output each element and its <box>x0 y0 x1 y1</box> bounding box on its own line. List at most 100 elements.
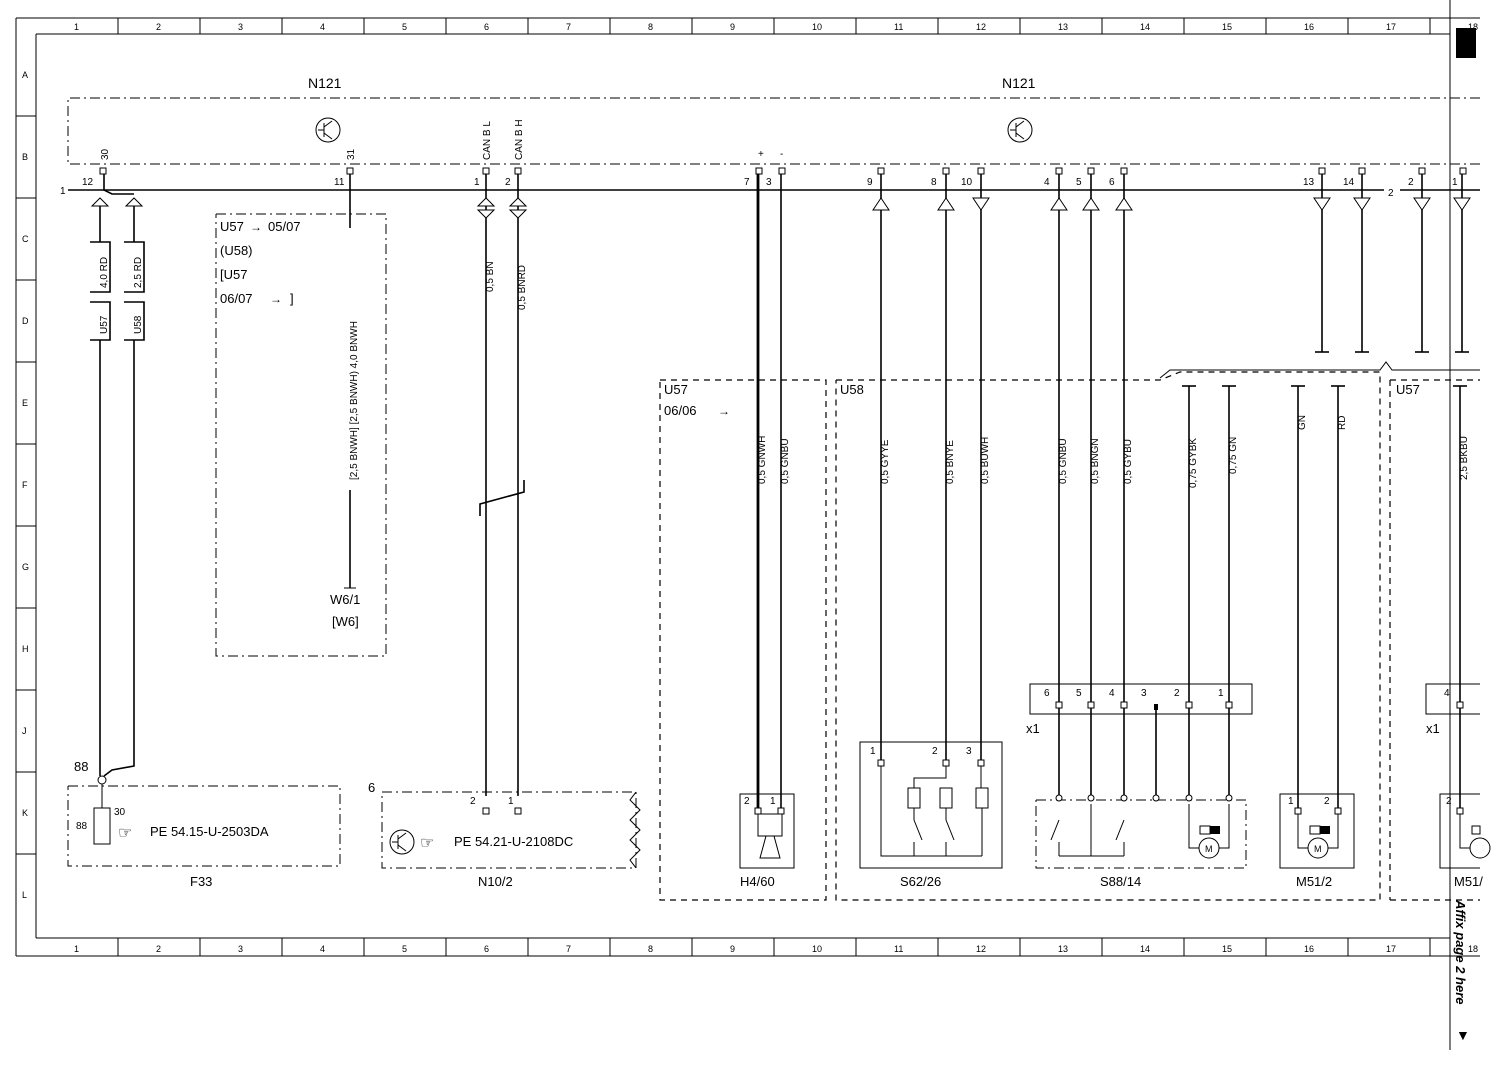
s62-26-pin-3: 3 <box>966 746 972 757</box>
wire-label-0-5-gnwh: 0,5 GNWH <box>757 436 768 484</box>
transistor-icon <box>1007 117 1033 143</box>
m51-cut-outline <box>1439 793 1480 869</box>
x1-pin-6: 6 <box>1044 688 1050 699</box>
x1-pin-2: 2 <box>1174 688 1180 699</box>
wire-label-u58: U58 <box>133 315 144 334</box>
wire-label-0-5-gnbu: 0,5 GNBU <box>780 438 791 484</box>
grid-column-18: 18 <box>1468 22 1478 32</box>
n10-2-reference: PE 54.21-U-2108DC <box>454 834 573 849</box>
pin-2: 2 <box>505 177 511 188</box>
reference-hand-icon: ☞ <box>118 825 132 842</box>
pin-8: 8 <box>931 177 937 188</box>
grid-column-8: 8 <box>648 22 653 32</box>
pin-12: 12 <box>82 177 94 188</box>
grid-column-6: 6 <box>484 22 489 32</box>
switch-motor-icon: M <box>1050 794 1233 859</box>
grid-column-16-bottom: 16 <box>1304 944 1314 954</box>
svg-text:M: M <box>1314 844 1322 854</box>
n10-2-pin-2: 2 <box>470 796 476 807</box>
note-bracket-close: ] <box>290 291 294 306</box>
wire-label-0-75-gybk: 0,75 GYBK <box>1188 438 1199 488</box>
reference-hand-icon: ☞ <box>420 835 434 852</box>
motor-icon: M <box>1297 814 1339 859</box>
note-u57-date2: 06/07 <box>220 291 253 306</box>
wire-label-u57: U57 <box>99 315 110 334</box>
grid-column-11: 11 <box>894 22 903 32</box>
pin-1b: 1 <box>1452 177 1458 188</box>
transistor-icon <box>315 117 341 143</box>
transistor-icon <box>389 829 415 855</box>
x1-right-pin-4: 4 <box>1444 688 1450 699</box>
pin-2b: 2 <box>1408 177 1414 188</box>
svg-text:M: M <box>1205 844 1213 854</box>
wire-label-0-5-gyye: 0,5 GYYE <box>880 439 891 484</box>
grid-column-9: 9 <box>730 22 735 32</box>
signal-minus: - <box>780 149 783 160</box>
grid-row-F: F <box>22 480 28 490</box>
grid-column-1-bottom: 1 <box>74 944 79 954</box>
wire-label-bnwh: [2,5 BNWH] [2,5 BNWH) 4,0 BNWH <box>349 321 360 480</box>
grid-row-H: H <box>22 644 29 654</box>
grid-column-16: 16 <box>1304 22 1314 32</box>
wire-label-0-5-gybu: 0,5 GYBU <box>1123 439 1134 484</box>
arrow-right-icon: → <box>718 404 730 418</box>
fuse-icon <box>93 807 111 845</box>
pin-6: 6 <box>1109 177 1115 188</box>
grid-column-13: 13 <box>1058 22 1068 32</box>
connector-x1-label: x1 <box>1026 721 1040 736</box>
can-bus-wires <box>476 174 528 796</box>
wire-label-2-5-rd: 2,5 RD <box>133 257 144 288</box>
s62-26-pin-2: 2 <box>932 746 938 757</box>
grid-row-C: C <box>22 234 29 244</box>
pin-13: 13 <box>1303 177 1315 188</box>
wire-label-0-5-buwh: 0,5 BUWH <box>980 437 991 484</box>
x1-pin-3: 3 <box>1141 688 1147 699</box>
grid-row-A: A <box>22 70 28 80</box>
module-pin-numbers: 12 11 1 2 7 3 9 8 10 4 5 6 13 14 2 1 30 … <box>82 119 1458 188</box>
wire-label-gn: GN <box>1297 415 1308 430</box>
wire-label-0-5-bnye: 0,5 BNYE <box>945 440 956 484</box>
connector-x1-right-label: x1 <box>1426 721 1440 736</box>
grid-column-14: 14 <box>1140 22 1150 32</box>
grid-row-D: D <box>22 316 29 326</box>
u57-box-date: 06/06 <box>664 403 697 418</box>
grid-column-8-bottom: 8 <box>648 944 653 954</box>
pin-14: 14 <box>1343 177 1355 188</box>
arrow-right-icon: → <box>270 292 282 306</box>
u58-box-label: U58 <box>840 382 864 397</box>
pin-9: 9 <box>867 177 873 188</box>
grid-column-15-bottom: 15 <box>1222 944 1232 954</box>
grid-column-5-bottom: 5 <box>402 944 407 954</box>
grid-column-7: 7 <box>566 22 571 32</box>
pin-11: 11 <box>334 177 345 188</box>
signal-31: 31 <box>346 148 357 160</box>
grid-column-3-bottom: 3 <box>238 944 243 954</box>
grid-column-2: 2 <box>156 22 161 32</box>
wire-label-0-5-bn: 0,5 BN <box>485 261 496 292</box>
component-m51-2: M51/2 <box>1296 874 1332 889</box>
wire-label-0-5-gnbu-2: 0,5 GNBU <box>1058 438 1069 484</box>
grid-column-1: 1 <box>74 22 79 32</box>
signal-can-b-h: CAN B H <box>514 119 525 160</box>
component-f33: F33 <box>190 874 212 889</box>
module-pin-connectors <box>99 167 1467 175</box>
grid-column-10-bottom: 10 <box>812 944 822 954</box>
s62-26-wires <box>872 174 990 760</box>
affix-note: Affix page 2 here <box>1453 899 1468 1005</box>
bus-continue-label: 2 <box>1388 188 1394 199</box>
m51-2-wires <box>1291 385 1345 808</box>
m51-2-pin-1: 1 <box>1288 796 1294 807</box>
right-output-wires <box>1159 174 1480 379</box>
sheet-frame <box>15 0 1480 1050</box>
cut-edge <box>629 791 641 869</box>
grid-row-B: B <box>22 152 28 162</box>
component-h4-60: H4/60 <box>740 874 775 889</box>
h4-60-pin-1: 1 <box>770 796 776 807</box>
s88-14-outline <box>1035 799 1247 869</box>
note-u57: U57 <box>220 219 244 234</box>
grid-column-4-bottom: 4 <box>320 944 325 954</box>
grid-column-17: 17 <box>1386 22 1396 32</box>
u57-variant-box <box>659 379 827 901</box>
